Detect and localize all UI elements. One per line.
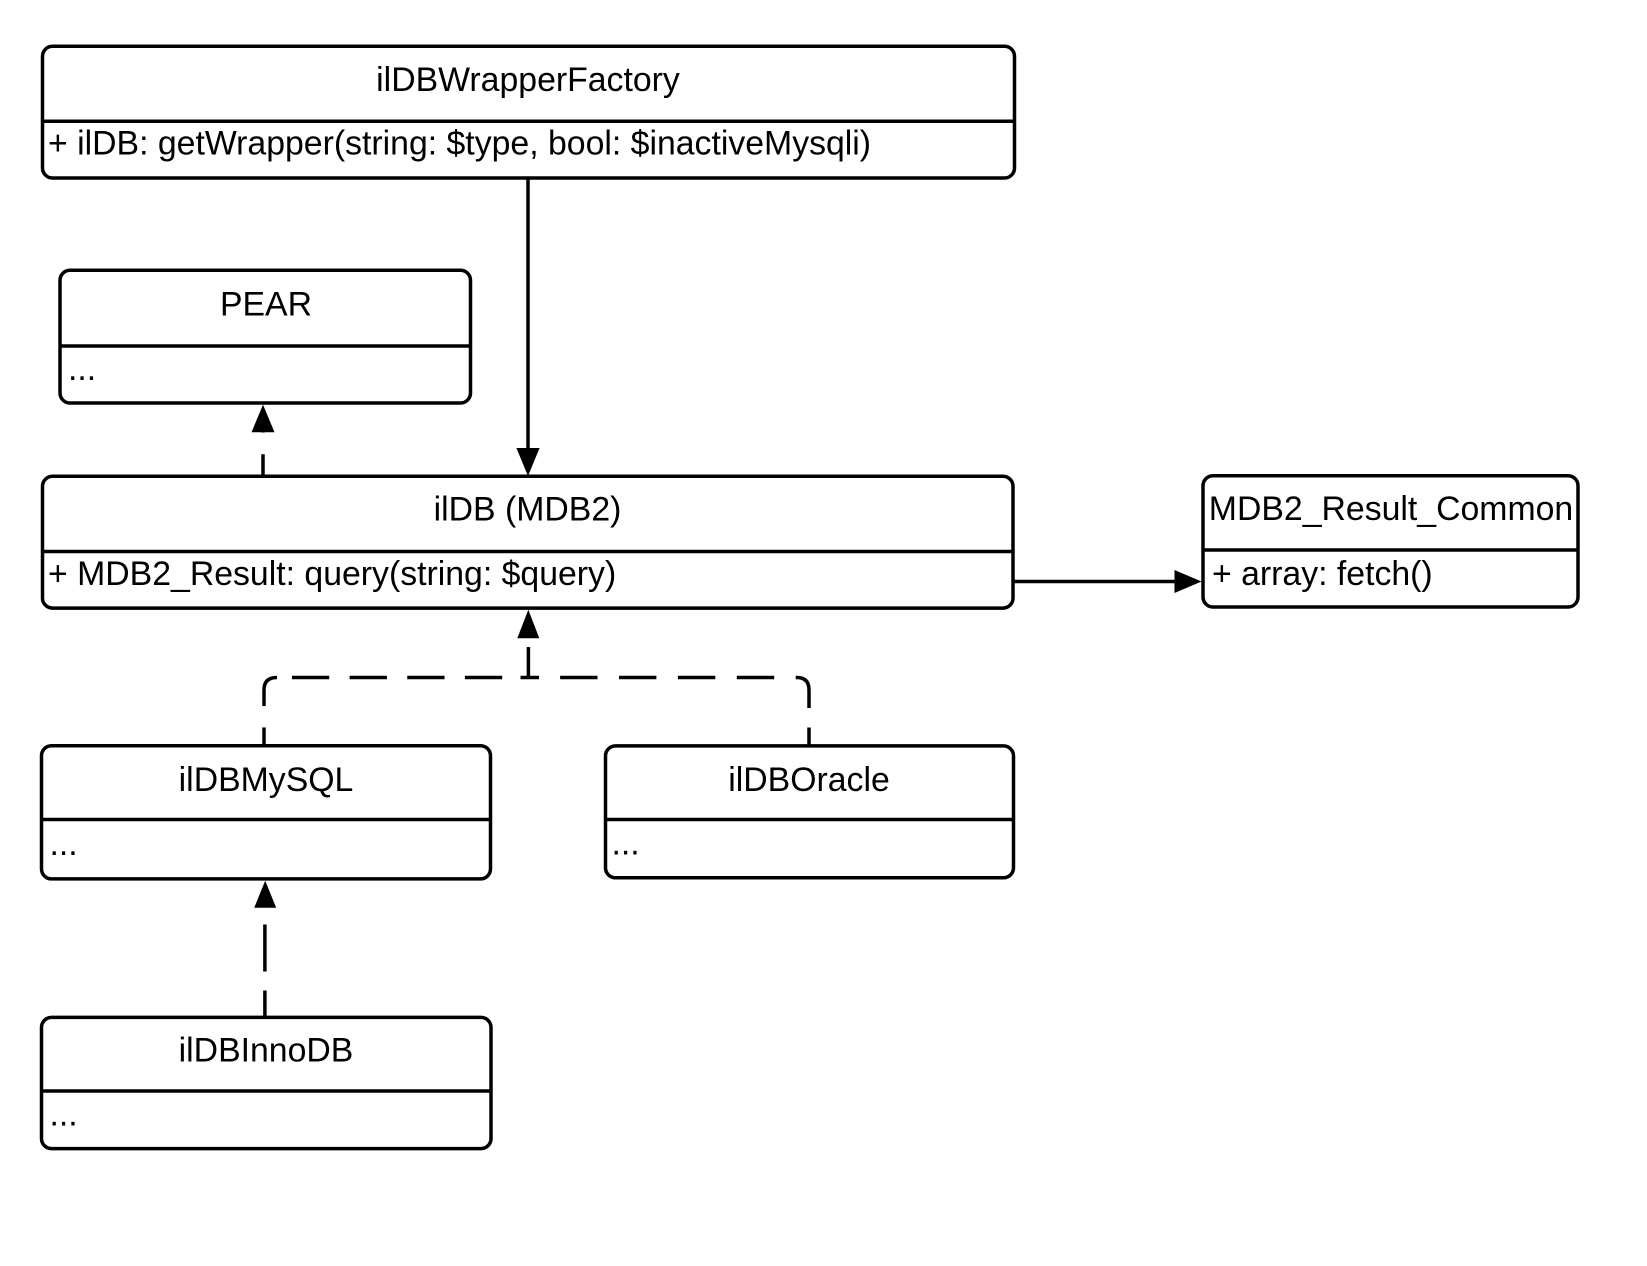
svg-text:MDB2_Result_Common: MDB2_Result_Common: [1209, 490, 1573, 528]
svg-text:ilDBMySQL: ilDBMySQL: [179, 761, 354, 799]
svg-text:ilDBOracle: ilDBOracle: [728, 761, 890, 799]
svg-text:+ ilDB: getWrapper(string: $ty: + ilDB: getWrapper(string: $type, bool: …: [48, 125, 871, 163]
svg-text:...: ...: [50, 1096, 78, 1134]
svg-text:...: ...: [612, 825, 640, 863]
svg-text:...: ...: [68, 350, 96, 388]
svg-text:+ array: fetch(): + array: fetch(): [1212, 555, 1433, 593]
svg-text:ilDBInnoDB: ilDBInnoDB: [179, 1031, 354, 1069]
svg-text:ilDB (MDB2): ilDB (MDB2): [434, 491, 622, 529]
svg-text:+ MDB2_Result: query(string: $: + MDB2_Result: query(string: $query): [48, 555, 616, 593]
svg-text:PEAR: PEAR: [220, 286, 312, 324]
svg-text:ilDBWrapperFactory: ilDBWrapperFactory: [376, 61, 680, 99]
svg-text:...: ...: [50, 825, 78, 863]
